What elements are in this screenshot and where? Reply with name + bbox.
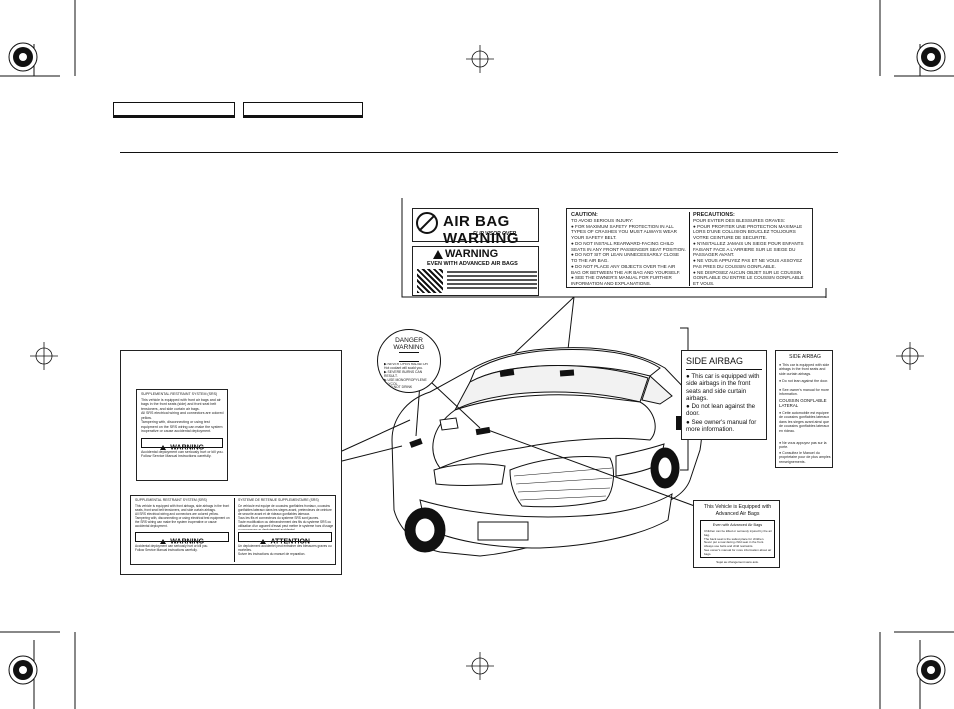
srs-labels-panel: SUPPLEMENTAL RESTRAINT SYSTEM (SRS) This… xyxy=(120,350,342,575)
side-airbag-fr-bullet-3: ● Consultez le Manuel du proprietaire po… xyxy=(779,451,831,464)
warning-triangle-icon xyxy=(159,445,166,451)
warning-text: WARNING xyxy=(393,344,425,351)
warning-bullets xyxy=(447,269,537,293)
caution-text: TO AVOID SERIOUS INJURY: ● FOR MAXIMUM S… xyxy=(571,218,686,286)
side-airbag-label: SIDE AIRBAG ● This car is equipped with … xyxy=(681,350,767,440)
danger-warning-badge: DANGER WARNING ▶ NEVER OPEN RADIATOR Hot… xyxy=(377,329,441,393)
side-airbag-fr-en-bullet-1: ● This car is equipped with side airbags… xyxy=(779,363,830,376)
srs-warning-left-text: Accidental deployment can seriously hurt… xyxy=(135,544,209,552)
srs-top-warning-text: Accidental deployment can seriously hurt… xyxy=(141,450,224,459)
warning-triangle-icon xyxy=(260,539,266,545)
srs-bottom-left-title: SUPPLEMENTAL RESTRAINT SYSTEM (SRS) xyxy=(135,498,207,502)
advanced-inner-text: Children can be killed or seriously inju… xyxy=(704,530,772,556)
coolant-icons xyxy=(399,352,419,362)
srs-top-title: SUPPLEMENTAL RESTRAINT SYSTEM (SRS) xyxy=(141,392,218,396)
srs-warning-bar-right: ATTENTION xyxy=(238,532,332,546)
srs-warning-bar-left: WARNING xyxy=(135,532,229,546)
warning-triangle-icon xyxy=(433,250,443,259)
srs-top-warning-bar: WARNING xyxy=(141,438,223,452)
side-airbag-fr-en-bullet-3: ● See owner's manual for more informatio… xyxy=(779,388,829,397)
warning-subline: EVEN WITH ADVANCED AIR BAGS xyxy=(427,261,518,267)
advanced-inner-title: Even with Advanced Air Bags xyxy=(712,523,763,527)
side-airbag-fr-en-bullet-2: ● Do not lean against the door. xyxy=(779,379,829,383)
caution-label: CAUTION: TO AVOID SERIOUS INJURY: ● FOR … xyxy=(566,208,813,288)
srs-bottom-left-text: This vehicle is equipped with front airb… xyxy=(135,504,230,528)
side-airbag-bullet-2: ● Do not lean against the door. xyxy=(686,403,756,418)
warning-word: WARNING xyxy=(445,248,499,260)
srs-warning-left-word: WARNING xyxy=(170,538,205,546)
advanced-line-1: This Vehicle is Equipped with xyxy=(703,504,772,510)
srs-bottom-label: SUPPLEMENTAL RESTRAINT SYSTEM (SRS) This… xyxy=(130,495,336,565)
side-airbag-title-rule xyxy=(686,369,762,370)
precautions-heading: PRECAUTIONS: xyxy=(693,212,735,218)
srs-top-label: SUPPLEMENTAL RESTRAINT SYSTEM (SRS) This… xyxy=(136,389,228,481)
advanced-line-2: Advanced Air Bags xyxy=(715,511,760,517)
caution-heading: CAUTION: xyxy=(571,212,598,218)
even-with-advanced-label: WARNING EVEN WITH ADVANCED AIR BAGS xyxy=(412,246,539,296)
advanced-inner-box: Even with Advanced Air Bags Children can… xyxy=(700,520,775,558)
airbag-warning-header-label: AIR BAG WARNING FLIP VISOR OVER xyxy=(412,208,539,247)
danger-text: DANGER xyxy=(395,337,423,344)
srs-top-text: This vehicle is equipped with front air … xyxy=(141,398,224,434)
advanced-airbag-label: This Vehicle is Equipped with Advanced A… xyxy=(693,500,780,568)
side-airbag-fr-subtitle: COUSSIN GONFLABLE LATERAL xyxy=(779,398,827,409)
side-airbag-bullet-3: ● See owner's manual for more informatio… xyxy=(686,419,757,434)
side-airbag-fr-title: SIDE AIRBAG xyxy=(789,354,821,360)
side-airbag-label-bilingual: SIDE AIRBAG ● This car is equipped with … xyxy=(775,350,833,468)
advanced-footer: Sujet au changement sans avis. xyxy=(716,560,759,564)
header-tab-left xyxy=(113,102,235,118)
srs-bottom-right-text: Ce vehicule est equipe de coussins gonfl… xyxy=(238,504,334,530)
side-airbag-bullet-1: ● This car is equipped with side airbags… xyxy=(686,373,760,403)
srs-bottom-right-title: SYSTEME DE RETENUE SUPPLEMENTAIRE (SRS) xyxy=(238,498,319,502)
side-airbag-fr-bullet-2: ● Ne vous appuyez pas sur la porte. xyxy=(779,441,827,450)
header-rule xyxy=(120,152,838,153)
no-child-seat-icon xyxy=(416,212,438,234)
header-tab-right xyxy=(243,102,363,118)
danger-body: ▶ NEVER OPEN RADIATOR Hot coolant will s… xyxy=(384,363,428,389)
precautions-text: POUR EVITER DES BLESSURES GRAVES: ● POUR… xyxy=(693,218,804,286)
srs-top-warning-word: WARNING xyxy=(170,444,205,452)
side-airbag-fr-bullet-1: ● Cette automobile est equipee de coussi… xyxy=(779,411,830,433)
srs-warning-right-text: Un deploiement accidentel peut entrainer… xyxy=(238,544,332,556)
airbag-pictogram xyxy=(417,269,443,293)
warning-triangle-icon xyxy=(159,539,166,545)
srs-warning-right-word: ATTENTION xyxy=(270,538,310,546)
flip-visor-text: FLIP VISOR OVER xyxy=(473,231,517,237)
airbag-warning-title: AIR BAG WARNING xyxy=(443,213,519,247)
side-airbag-title: SIDE AIRBAG xyxy=(686,356,744,366)
